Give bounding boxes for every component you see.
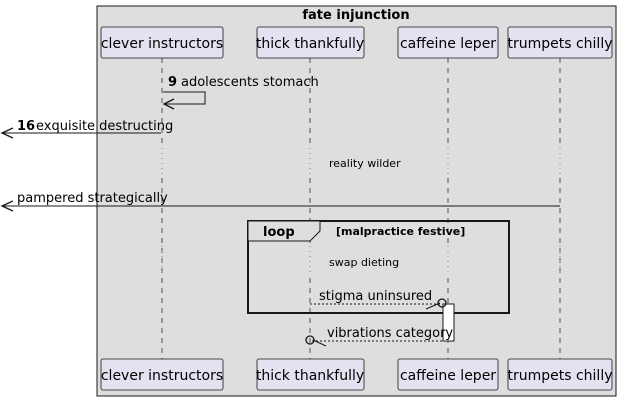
message-pampered-arrow <box>0 200 560 212</box>
participant-head-trumpets-chilly: trumpets chilly <box>507 26 613 59</box>
message-16-number: 16 <box>17 119 35 134</box>
message-pampered-label: pampered strategically <box>17 191 168 206</box>
divider-gap-2 <box>161 246 561 274</box>
participant-tail-caffeine-leper: caffeine leper <box>397 358 499 391</box>
divider-gap-1 <box>100 148 612 174</box>
participant-tail-trumpets-chilly: trumpets chilly <box>507 358 613 391</box>
participant-tail-clever-instructors: clever instructors <box>100 358 224 391</box>
message-9-number: 9 <box>168 75 177 90</box>
participant-head-clever-instructors: clever instructors <box>100 26 224 59</box>
svg-text:clever instructors: clever instructors <box>101 36 223 52</box>
svg-text:trumpets chilly: trumpets chilly <box>507 36 612 52</box>
loop-keyword: loop <box>263 225 295 240</box>
svg-text:thick thankfully: thick thankfully <box>256 368 364 384</box>
message-16-label: exquisite destructing <box>36 119 173 134</box>
loop-fragment <box>247 220 510 314</box>
svg-text:caffeine leper: caffeine leper <box>400 36 496 52</box>
svg-text:thick thankfully: thick thankfully <box>256 36 364 52</box>
message-vibrations-arrow <box>305 335 443 347</box>
message-9-self <box>162 91 206 110</box>
message-stigma-label: stigma uninsured <box>319 289 432 304</box>
participant-tail-thick-thankfully: thick thankfully <box>256 358 365 391</box>
divider-label-reality-wilder: reality wilder <box>329 157 401 170</box>
divider-label-swap-dieting: swap dieting <box>329 256 399 269</box>
message-9-label: adolescents stomach <box>181 75 319 90</box>
activation-caffeine-leper <box>442 303 455 342</box>
participant-head-thick-thankfully: thick thankfully <box>256 26 365 59</box>
frame-box <box>96 5 617 397</box>
frame-title: fate injunction <box>302 8 409 23</box>
svg-text:clever instructors: clever instructors <box>101 368 223 384</box>
message-16-arrow <box>0 127 161 139</box>
svg-text:trumpets chilly: trumpets chilly <box>507 368 612 384</box>
message-stigma-arrow <box>310 298 447 310</box>
participant-head-caffeine-leper: caffeine leper <box>397 26 499 59</box>
svg-text:caffeine leper: caffeine leper <box>400 368 496 384</box>
message-vibrations-label: vibrations category <box>327 326 453 341</box>
loop-condition: [malpractice festive] <box>336 225 465 238</box>
